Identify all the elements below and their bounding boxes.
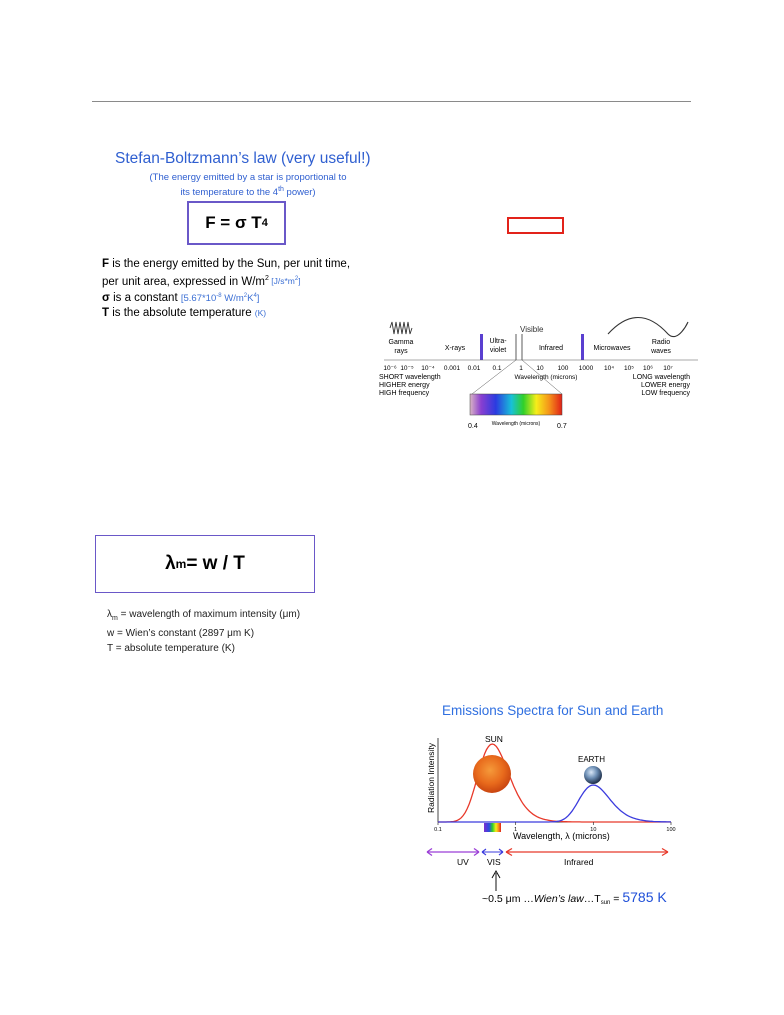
uv-range-arrows (426, 847, 480, 857)
spectrum-tick-label: 0.01 (468, 365, 481, 372)
long-wave-icon (607, 317, 689, 337)
microwave-band-marker (581, 334, 584, 360)
band-gamma-line1: Gamma (389, 339, 414, 346)
zoom-line-left (471, 359, 517, 395)
stefan-boltzmann-title: Stefan-Boltzmann’s law (very useful!) (115, 150, 371, 167)
desc-line-3: σ is a constant [5.67*10-8 W/m2K4] (102, 291, 260, 304)
wien-formula-rest: = w / T (186, 553, 245, 574)
short-wave-icon (389, 321, 413, 335)
spectrum-tick-label: 10⁶ (643, 365, 653, 372)
zoom-line-right (521, 359, 563, 395)
emission-tick-label: 1 (514, 827, 517, 833)
x-axis-label: Wavelength, λ (microns) (513, 831, 610, 841)
uv-label: UV (457, 857, 469, 867)
wien-note: ~0.5 μm …Wien’s law…Tsun = 5785 K (482, 889, 667, 906)
spectrum-tick-label: 0.1 (492, 365, 501, 372)
top-divider-line (92, 101, 691, 102)
spectrum-tick-label: 10⁴ (604, 365, 614, 372)
desc-line-1: F is the energy emitted by the Sun, per … (102, 258, 351, 270)
inset-max: 0.7 (557, 423, 567, 430)
inset-min: 0.4 (468, 423, 478, 430)
spectrum-tick-label: 10⁻⁶ (383, 365, 397, 372)
visible-label: Visible (520, 325, 544, 334)
sun-image (473, 755, 511, 793)
emission-tick-label: 0.1 (434, 827, 442, 833)
visible-spectrum-bar (469, 393, 563, 416)
spectrum-tick-label: 10⁻⁵ (400, 365, 414, 372)
spectrum-tick-label: 10 (536, 365, 544, 372)
band-uv-line2: violet (490, 347, 506, 354)
spectrum-tick-label: 10⁻⁴ (421, 365, 435, 372)
earth-emission-curve (438, 784, 671, 823)
wien-desc-line-3: T = absolute temperature (K) (107, 643, 235, 654)
formula-exponent: 4 (261, 217, 268, 229)
band-gamma-line2: rays (394, 348, 408, 355)
band-xrays: X-rays (445, 345, 466, 352)
vis-label: VIS (487, 857, 501, 867)
emission-tick-label: 10 (590, 827, 596, 833)
y-axis-label: Radiation Intensity (426, 742, 436, 813)
spectrum-tick-label: 10⁷ (663, 365, 673, 372)
desc-line-4: T is the absolute temperature (K) (102, 307, 267, 320)
inset-axis-label: Wavelength (microns) (492, 421, 541, 427)
emission-x-ticks: 0.1 1 10 100 (434, 822, 676, 833)
band-radio-line1: Radio (652, 339, 670, 346)
sun-label: SUN (485, 734, 503, 744)
long-wave-note: LOW frequency (641, 390, 690, 397)
uv-band-marker (480, 334, 483, 360)
infrared-label: Infrared (564, 857, 594, 867)
visible-color-bar (484, 823, 501, 832)
vis-range-arrows (481, 848, 504, 856)
band-infrared: Infrared (539, 345, 563, 352)
spectrum-tick-label: 100 (558, 365, 569, 372)
wien-description: λm = wavelength of maximum intensity (μm… (107, 607, 300, 656)
formula-text: F = σ T (205, 213, 262, 232)
infrared-range-arrows (505, 847, 669, 857)
wien-desc-line-1: λm = wavelength of maximum intensity (μm… (107, 609, 301, 622)
band-radio-line2: waves (650, 348, 671, 355)
stefan-boltzmann-subtitle: (The energy emitted by a star is proport… (128, 172, 368, 199)
short-wave-note: HIGH frequency (379, 390, 430, 397)
spectrum-axis-label: Wavelength (microns) (515, 374, 578, 381)
subtitle-line-2: its temperature to the 4th power) (180, 186, 316, 199)
short-wave-note: SHORT wavelength (379, 374, 441, 381)
subtitle-line-1: (The energy emitted by a star is proport… (149, 172, 347, 183)
wien-desc-line-2: w = Wien’s constant (2897 μm K) (107, 628, 255, 639)
emission-tick-label: 100 (666, 827, 675, 833)
stefan-boltzmann-description: F is the energy emitted by the Sun, per … (102, 257, 350, 321)
peak-pointer-head (491, 869, 501, 879)
red-highlight-rectangle (507, 217, 564, 234)
spectrum-tick-label: 1000 (579, 365, 594, 372)
earth-image (584, 766, 602, 784)
long-wave-note: LOWER energy (641, 382, 691, 389)
wien-subscript: m (175, 557, 187, 571)
sun-emission-curve (438, 743, 671, 823)
wien-lambda: λ (165, 553, 176, 574)
long-wave-note: LONG wavelength (633, 374, 690, 381)
band-uv-line1: Ultra- (489, 338, 507, 345)
spectrum-tick-label: 1 (519, 365, 523, 372)
spectrum-tick-label: 10⁵ (624, 365, 634, 372)
electromagnetic-spectrum-diagram: Visible Gamma rays X-rays Ultra- violet … (379, 317, 698, 430)
emission-spectra-title: Emissions Spectra for Sun and Earth (442, 703, 664, 718)
band-microwaves: Microwaves (594, 345, 631, 352)
earth-label: EARTH (578, 755, 605, 764)
desc-line-2: per unit area, expressed in W/m2 [J/s*m2… (102, 274, 301, 288)
spectrum-tick-label: 0.001 (444, 365, 461, 372)
short-wave-note: HIGHER energy (379, 382, 430, 389)
